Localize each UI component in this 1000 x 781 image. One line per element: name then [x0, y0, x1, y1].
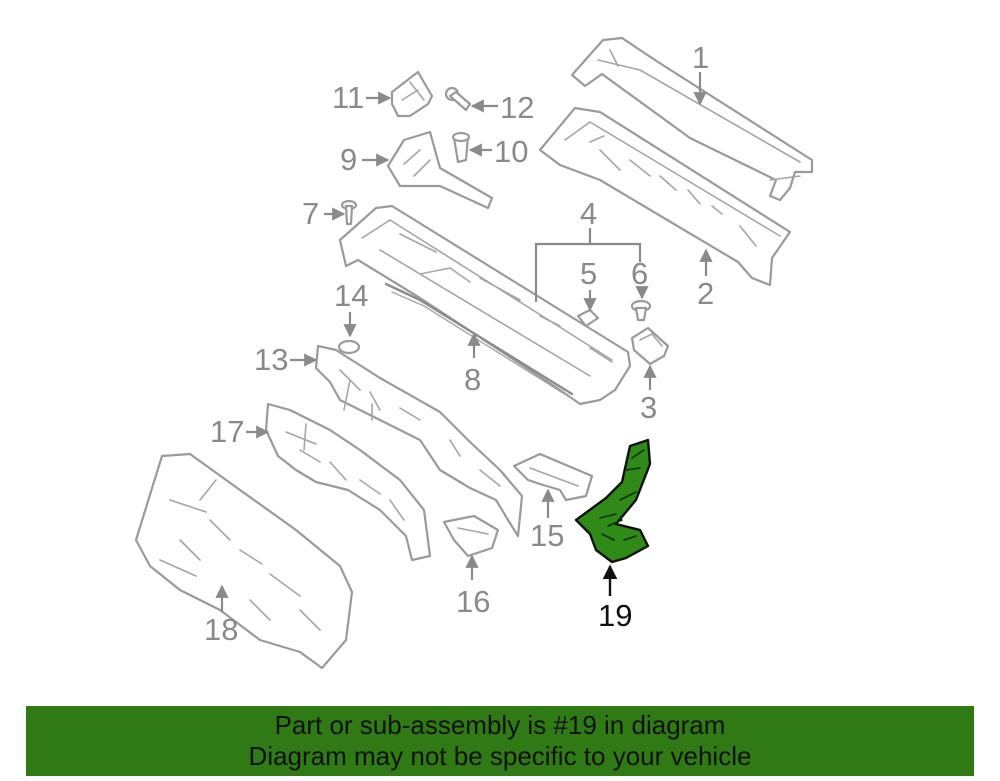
- info-banner: Part or sub-assembly is #19 in diagram D…: [26, 706, 974, 776]
- callout-4: 4: [580, 196, 597, 231]
- callout-9: 9: [340, 142, 357, 177]
- part-13-reinforcement[interactable]: [314, 344, 524, 538]
- part-4-cowl-top-cover[interactable]: [338, 204, 632, 406]
- callout-15: 15: [530, 518, 564, 553]
- callout-17: 17: [210, 414, 244, 449]
- part-8-seal-strip[interactable]: [384, 282, 575, 401]
- part-15-bracket[interactable]: [512, 452, 594, 502]
- callout-6: 6: [631, 256, 648, 291]
- callout-12: 12: [500, 90, 534, 125]
- part-2-cowl-panel[interactable]: [538, 106, 792, 287]
- part-10-clip[interactable]: [451, 131, 471, 164]
- part-5-nut[interactable]: [576, 308, 600, 328]
- callout-7: 7: [302, 196, 319, 231]
- callout-13: 13: [254, 342, 288, 377]
- callout-19-highlighted: 19: [598, 598, 632, 633]
- part-6-grommet[interactable]: [630, 299, 652, 322]
- part-11-bracket[interactable]: [390, 70, 434, 118]
- callout-5: 5: [580, 256, 597, 291]
- callout-3: 3: [640, 390, 657, 425]
- part-14-grommet[interactable]: [337, 339, 361, 355]
- part-19-highlighted[interactable]: [574, 438, 652, 564]
- part-1-cowl-top-panel[interactable]: [570, 36, 814, 202]
- part-3-cap[interactable]: [630, 326, 670, 366]
- part-17-insulator[interactable]: [264, 402, 432, 562]
- part-18-dash-panel[interactable]: [134, 452, 354, 670]
- callout-14: 14: [334, 278, 368, 313]
- part-12-bolt[interactable]: [444, 86, 472, 112]
- banner-line-2: Diagram may not be specific to your vehi…: [248, 741, 752, 771]
- callout-11: 11: [332, 80, 364, 115]
- callout-10: 10: [494, 134, 528, 169]
- callout-labels: 1 2 3 4 5 6 7 8 9 10 11 12 13 14 15 16 1…: [204, 40, 714, 647]
- part-9-bracket[interactable]: [386, 130, 494, 210]
- callout-16: 16: [456, 584, 490, 619]
- part-16-bracket[interactable]: [442, 514, 500, 558]
- part-7-screw[interactable]: [340, 199, 358, 226]
- callout-18: 18: [204, 612, 238, 647]
- leader-lines: [215, 72, 713, 612]
- parts-diagram: 1 2 3 4 5 6 7 8 9 10 11 12 13 14 15 16 1…: [134, 36, 814, 670]
- callout-8: 8: [464, 362, 481, 397]
- callout-1: 1: [692, 40, 709, 75]
- banner-line-1: Part or sub-assembly is #19 in diagram: [274, 710, 726, 740]
- callout-2: 2: [697, 276, 714, 311]
